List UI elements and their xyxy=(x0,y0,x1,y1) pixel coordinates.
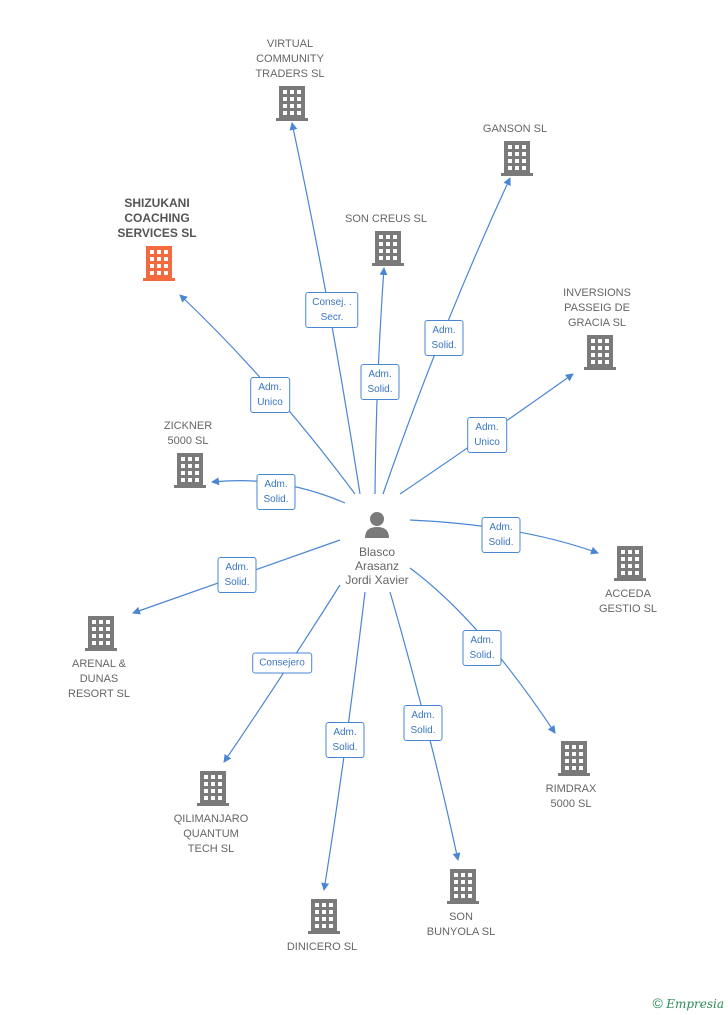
building-icon[interactable] xyxy=(501,141,533,176)
company-name-arenal[interactable]: ARENAL & DUNAS RESORT SL xyxy=(68,658,130,700)
role-label-sonbunyola[interactable]: Adm. Solid. xyxy=(403,705,443,741)
company-name-zickner[interactable]: ZICKNER 5000 SL xyxy=(163,420,213,447)
brand-name[interactable]: Empresia xyxy=(666,997,724,1011)
building-icon[interactable] xyxy=(276,86,308,121)
role-label-qilimanjaro[interactable]: Consejero xyxy=(252,652,312,674)
building-icon[interactable] xyxy=(558,741,590,776)
company-name-virtual[interactable]: VIRTUAL COMMUNITY TRADERS SL xyxy=(255,38,325,80)
building-icon[interactable] xyxy=(584,335,616,370)
role-label-shizukani[interactable]: Adm. Unico xyxy=(250,377,290,413)
company-name-ganson[interactable]: GANSON SL xyxy=(482,123,548,135)
company-name-inversions[interactable]: INVERSIONS PASSEIG DE GRACIA SL xyxy=(563,287,631,329)
role-label-acceda[interactable]: Adm. Solid. xyxy=(481,517,521,553)
role-label-rimdrax[interactable]: Adm. Solid. xyxy=(462,630,502,666)
building-icon[interactable] xyxy=(143,246,175,281)
center-person-name[interactable]: Blasco Arasanz Jordi Xavier xyxy=(345,545,409,587)
company-name-qilimanjaro[interactable]: QILIMANJARO QUANTUM TECH SL xyxy=(173,813,249,855)
building-icon[interactable] xyxy=(197,771,229,806)
role-label-dinicero[interactable]: Adm. Solid. xyxy=(325,722,365,758)
person-icon[interactable] xyxy=(365,512,389,538)
company-name-rimdrax[interactable]: RIMDRAX 5000 SL xyxy=(545,783,597,810)
building-icon[interactable] xyxy=(614,546,646,581)
role-label-virtual[interactable]: Consej. . Secr. xyxy=(305,292,359,328)
building-icon[interactable] xyxy=(174,453,206,488)
company-name-sonbunyola[interactable]: SON BUNYOLA SL xyxy=(426,911,496,938)
edge-qilimanjaro xyxy=(223,584,341,763)
copyright-symbol: © xyxy=(652,995,663,1011)
role-label-zickner[interactable]: Adm. Solid. xyxy=(256,474,296,510)
role-label-arenal[interactable]: Adm. Solid. xyxy=(217,557,257,593)
role-label-inversions[interactable]: Adm. Unico xyxy=(467,417,507,453)
company-name-dinicero[interactable]: DINICERO SL xyxy=(286,941,358,953)
company-name-acceda[interactable]: ACCEDA GESTIO SL xyxy=(598,588,658,615)
role-label-soncreus[interactable]: Adm. Solid. xyxy=(360,364,400,400)
building-icon[interactable] xyxy=(85,616,117,651)
footer-brand: © Empresia xyxy=(653,995,724,1011)
role-label-ganson[interactable]: Adm. Solid. xyxy=(424,320,464,356)
building-icon[interactable] xyxy=(447,869,479,904)
company-name-shizukani[interactable]: SHIZUKANI COACHING SERVICES SL xyxy=(117,196,197,240)
company-name-soncreus[interactable]: SON CREUS SL xyxy=(345,213,427,225)
building-icon[interactable] xyxy=(308,899,340,934)
building-icon[interactable] xyxy=(372,231,404,266)
